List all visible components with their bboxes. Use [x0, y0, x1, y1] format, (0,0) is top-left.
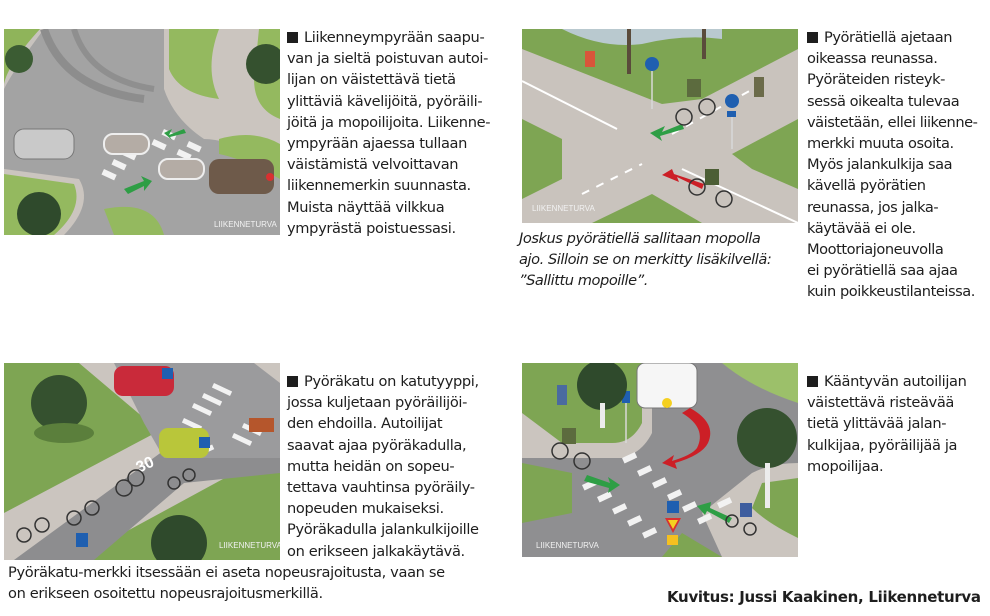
text-line: väistämistä velvoittavan: [287, 156, 459, 174]
text-line: ylittäviä kävelijöitä, pyöräili-: [287, 92, 483, 110]
svg-text:LIIKENNETURVA: LIIKENNETURVA: [219, 541, 280, 550]
text-line: ympyrästä poistuessasi.: [287, 219, 456, 237]
footnote-line: on erikseen osoitettu nopeusrajoitusmerk…: [8, 585, 323, 603]
caption-line: Joskus pyörätiellä sallitaan mopolla: [519, 230, 761, 247]
svg-text:LIIKENNETURVA: LIIKENNETURVA: [214, 220, 277, 229]
text-line: nopeuden mukaiseksi.: [287, 500, 444, 518]
bicycle-street-footnote: Pyöräkatu-merkki itsessään ei aseta nope…: [8, 562, 518, 604]
text-line: jossa kuljetaan pyöräilijöi-: [287, 394, 468, 412]
text-line: tietä ylittävää jalan-: [807, 415, 947, 433]
text-line: ympyrään ajaessa tullaan: [287, 135, 468, 153]
turning-car-text: Kääntyvän autoilijan väistettävä risteäv…: [807, 371, 990, 477]
text-line: Muista näyttää vilkkua: [287, 198, 445, 216]
text-line: tettava vauhtinsa pyöräily-: [287, 479, 475, 497]
roundabout-crossing-illustration: LIIKENNETURVA: [4, 29, 280, 235]
text-line: jöitä ja mopoilijoita. Liikenne-: [287, 113, 491, 131]
text-line: liikennemerkin suunnasta.: [287, 177, 471, 195]
text-line: Pyörätiellä ajetaan: [824, 29, 953, 46]
svg-text:LIIKENNETURVA: LIIKENNETURVA: [536, 541, 599, 550]
text-line: väistettävä risteävää: [807, 394, 955, 412]
roundabout-text: Liikenneympyrään saapu- van ja sieltä po…: [287, 27, 513, 239]
text-line: Pyöräkadulla jalankulkijoille: [287, 521, 479, 539]
text-line: ei pyörätiellä saa ajaa: [807, 262, 958, 280]
text-line: kävellä pyörätien: [807, 177, 926, 195]
text-line: oikeassa reunassa.: [807, 50, 938, 68]
text-line: mutta heidän on sopeu-: [287, 457, 455, 475]
cycle-path-caption: Joskus pyörätiellä sallitaan mopolla ajo…: [519, 228, 801, 292]
text-line: van ja sieltä poistuvan autoi-: [287, 50, 489, 68]
text-line: Pyöräkatu on katutyyppi,: [304, 373, 479, 390]
bullet-square-icon: [287, 375, 298, 387]
text-line: saavat ajaa pyöräkadulla,: [287, 436, 467, 454]
text-line: reunassa, jos jalka-: [807, 198, 939, 216]
illustration-credit: Kuvitus: Jussi Kaakinen, Liikenneturva: [667, 588, 981, 606]
text-line: väistetään, ellei liikenne-: [807, 113, 978, 131]
caption-line: ajo. Silloin se on merkitty lisäkilvellä…: [519, 251, 772, 269]
text-line: den ehdoilla. Autoilijat: [287, 415, 443, 433]
text-line: lijan on väistettävä tietä: [287, 71, 456, 89]
svg-text:LIIKENNETURVA: LIIKENNETURVA: [532, 204, 595, 213]
text-line: Kääntyvän autoilijan: [824, 373, 967, 390]
cycle-path-intersection-illustration: LIIKENNETURVA: [522, 29, 798, 223]
text-line: on erikseen jalkakäytävä.: [287, 542, 465, 560]
bullet-square-icon: [807, 375, 818, 387]
bullet-square-icon: [287, 31, 298, 43]
bullet-square-icon: [807, 31, 818, 43]
text-line: käytävää ei ole.: [807, 219, 916, 237]
text-line: kulkijaa, pyöräilijää ja: [807, 436, 958, 454]
text-line: sessä oikealta tulevaa: [807, 92, 960, 110]
text-line: Pyöräteiden risteyk-: [807, 71, 945, 89]
cycle-path-text: Pyörätiellä ajetaan oikeassa reunassa. P…: [807, 27, 990, 303]
text-line: Moottoriajoneuvolla: [807, 241, 944, 259]
bicycle-street-text: Pyöräkatu on katutyyppi, jossa kuljetaan…: [287, 371, 513, 562]
caption-line: ”Sallittu mopoille”.: [519, 272, 648, 290]
turning-car-crossing-illustration: LIIKENNETURVA: [522, 363, 798, 557]
text-line: kuin poikkeustilanteissa.: [807, 283, 975, 301]
text-line: Liikenneympyrään saapu-: [304, 29, 485, 46]
text-line: Myös jalankulkija saa: [807, 156, 953, 174]
text-line: mopoilijaa.: [807, 457, 884, 475]
footnote-line: Pyöräkatu-merkki itsessään ei aseta nope…: [8, 564, 445, 581]
text-line: merkki muuta osoita.: [807, 135, 954, 153]
bicycle-street-illustration: 30 LIIKENNETURVA: [4, 363, 280, 560]
